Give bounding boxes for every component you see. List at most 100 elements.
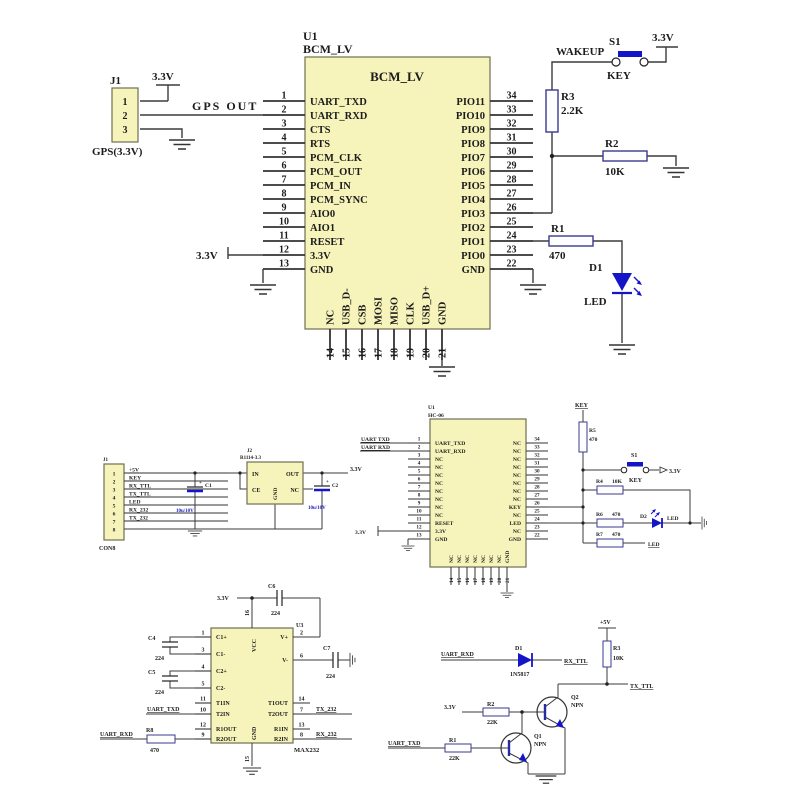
- pin-number: 9: [202, 733, 205, 739]
- pin-label: PIO1: [461, 237, 485, 248]
- pin-label: KEY: [509, 505, 521, 511]
- max232-left-pins: 1C1+3C1-4C2+5C2-11T1IN10T2IN12R1OUT9R2OU…: [195, 631, 236, 743]
- pin-label: NC: [435, 513, 443, 519]
- r2-val: 10K: [605, 166, 625, 178]
- junction-dot: [549, 153, 555, 159]
- r1-bot-ref: R1: [449, 738, 456, 744]
- pin-number: 28: [534, 485, 540, 491]
- resistor-r2: [602, 150, 648, 162]
- pin-number: 19: [489, 577, 495, 583]
- pin-label: NC: [513, 465, 521, 471]
- pin-number: 2: [113, 480, 116, 486]
- r6-val: 470: [612, 512, 621, 518]
- c1-ref: C1: [205, 483, 212, 489]
- r2-bot-val: 22K: [487, 720, 498, 726]
- pin-label: NC: [449, 555, 455, 563]
- regulator-pin-gnd: GND: [273, 488, 279, 500]
- hc06-right-pins: 34NC33NC32NC31NC30NC29NC28NC27NC26KEY25N…: [509, 437, 548, 543]
- pin-label: C2+: [216, 669, 227, 675]
- pin-label: V-: [282, 658, 288, 664]
- rail-3v3-label: 3.3V: [217, 596, 230, 602]
- pin-label: PIO8: [461, 139, 485, 150]
- max232-vcc-num: 16: [245, 610, 251, 616]
- net-key: KEY: [575, 403, 589, 409]
- c4-val: 224: [155, 656, 164, 662]
- pin-number: 5: [113, 504, 116, 510]
- push-button-s1: [611, 51, 649, 67]
- pin-label: GND: [435, 537, 447, 543]
- resistor-r1-bot: [444, 743, 472, 753]
- d1-bot-part: 1N5817: [510, 672, 529, 678]
- pin-number: 8: [300, 733, 303, 739]
- pin-number: 9: [282, 203, 287, 214]
- r5-val: 470: [589, 437, 598, 443]
- pin-label: NC: [435, 473, 443, 479]
- pin-number: 25: [534, 509, 540, 515]
- regulator-pin-nc: NC: [290, 488, 299, 494]
- d1-ref: D1: [589, 262, 602, 274]
- pin-label: T2OUT: [268, 712, 288, 718]
- pin-number: 3: [202, 648, 205, 654]
- pin-label: R1OUT: [216, 727, 236, 733]
- pin-number: 9: [418, 501, 421, 507]
- r3-bot-ref: R3: [613, 646, 620, 652]
- pin-label: T1IN: [216, 701, 230, 707]
- pin-number: 3: [418, 453, 421, 459]
- pin-label: NC: [457, 555, 463, 563]
- pin-label: PIO2: [461, 223, 485, 234]
- pin-label: GND: [509, 537, 521, 543]
- resistor-r5: [578, 421, 588, 453]
- bcm-ref: U1: [303, 29, 318, 43]
- led-triangle: [652, 518, 662, 528]
- resistor-r6: [596, 518, 624, 528]
- pin-label: CTS: [310, 125, 331, 136]
- pin-label: 3.3V: [435, 529, 446, 535]
- pin-number: 32: [507, 119, 517, 130]
- resistor-r1: [548, 235, 594, 247]
- resistor-r3: [545, 89, 559, 133]
- transistor-q2-arrow: [556, 719, 564, 728]
- c5-ref: C5: [148, 670, 155, 676]
- pin-number: 12: [279, 245, 289, 256]
- pin-number: 3: [113, 488, 116, 494]
- pin-number: 15: [457, 577, 463, 583]
- c2-val: 10u/10V: [308, 506, 326, 511]
- pin-label: C2-: [216, 686, 225, 692]
- net-gps-out: GPS OUT: [192, 99, 258, 113]
- pin-label: C1-: [216, 652, 225, 658]
- pin-label: PIO11: [456, 97, 485, 108]
- pin-number: 14: [449, 577, 455, 583]
- gps-connector-body: [111, 87, 139, 143]
- tr-3v3-label: 3.3V: [444, 705, 457, 711]
- net-tx232: TX_232: [316, 707, 336, 713]
- transistor-q1-circle: [500, 732, 532, 764]
- junction-dot: [581, 521, 585, 525]
- net-label: RX_TTL: [129, 484, 151, 490]
- pin-number: 17: [473, 577, 479, 583]
- pin-number: 1: [282, 91, 287, 102]
- max232-gnd-num: 15: [245, 756, 251, 762]
- pin-label: NC: [435, 497, 443, 503]
- pin-label: PIO4: [461, 195, 486, 206]
- pin-number: 21: [505, 577, 511, 583]
- pin-number: 7: [300, 708, 303, 714]
- regulator-pin-in: IN: [252, 472, 259, 478]
- pin-number: 10: [200, 708, 206, 714]
- pin-number: 29: [534, 477, 540, 483]
- pin-number: 5: [202, 682, 205, 688]
- bottom-section: U3 MAX232 1C1+3C1-4C2+5C2-11T1IN10T2IN12…: [100, 584, 653, 784]
- button-terminal: [611, 57, 621, 67]
- pin-label: V+: [280, 635, 288, 641]
- pin-number: 13: [279, 259, 289, 270]
- pin-number: 25: [507, 217, 517, 228]
- pin-number: 5: [282, 147, 287, 158]
- pin-number: 10: [279, 217, 289, 228]
- r7-val: 470: [612, 532, 621, 538]
- pin-label: NC: [489, 555, 495, 563]
- pin-number: 2: [418, 445, 421, 451]
- pin-label: LED: [509, 521, 521, 527]
- pin-label: T1OUT: [268, 701, 288, 707]
- junction-dot: [320, 471, 324, 475]
